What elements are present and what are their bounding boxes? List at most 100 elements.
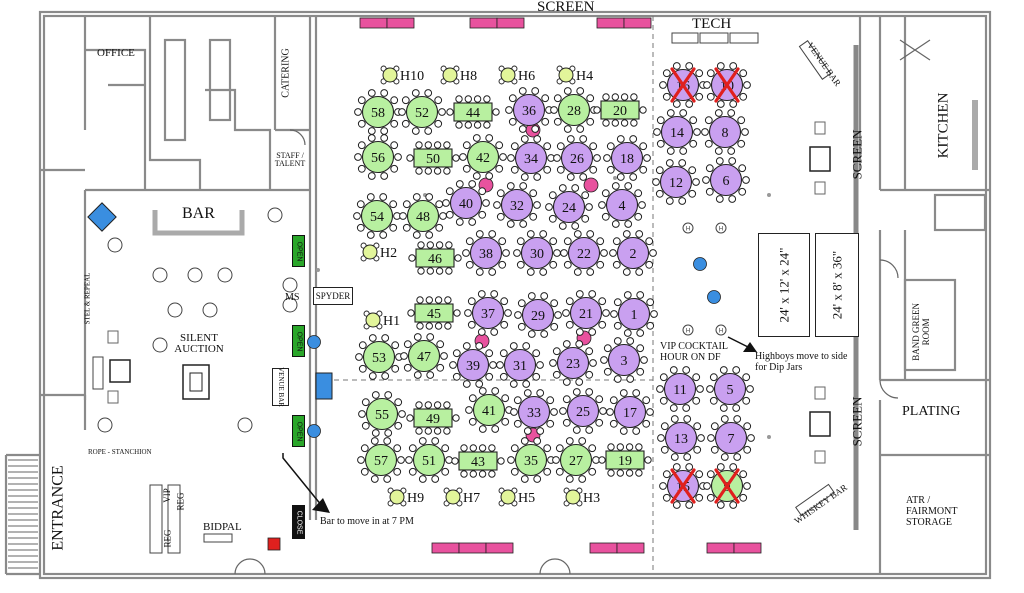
table-35: 35 — [507, 437, 555, 483]
table-56: 56 — [354, 134, 402, 180]
table-21: 21 — [562, 290, 610, 336]
table-33: 33 — [510, 389, 558, 435]
table-28: 28 — [550, 87, 598, 133]
table-17: 17 — [606, 389, 654, 435]
table-24: 24 — [545, 184, 593, 230]
table-25: 25 — [559, 388, 607, 434]
pink-panel — [596, 17, 652, 29]
table-number-7: 7 — [728, 432, 735, 447]
table-23: 23 — [549, 340, 597, 386]
table-4: 4 — [598, 182, 646, 228]
svg-text:H: H — [719, 329, 723, 335]
stage-1-label: 24' x 12' x 24" — [776, 247, 791, 323]
spyder-box: SPYDER — [313, 287, 353, 305]
close-sign: CLOSE — [292, 505, 305, 539]
table-47: 47 — [400, 333, 448, 379]
highboys-note: Highboys move to side for Dip Jars — [755, 351, 848, 373]
table-number-6: 6 — [723, 174, 730, 189]
table-number-53: 53 — [372, 351, 386, 366]
table-58: 58 — [354, 89, 402, 135]
pink-panel — [589, 542, 645, 554]
bar-label: BAR — [182, 205, 215, 222]
highboy-H8: H8 — [440, 65, 477, 85]
pink-panel — [469, 17, 525, 29]
highboy-H7: H7 — [443, 487, 480, 507]
table-number-57: 57 — [374, 454, 388, 469]
table-14: 14 — [653, 109, 701, 155]
blue-marker — [307, 335, 321, 349]
highboy-label-H5: H5 — [518, 491, 535, 506]
table-16-x-mark — [670, 67, 696, 103]
table-number-47: 47 — [417, 350, 431, 365]
table-20: 20 — [593, 93, 647, 127]
silent-auction-label: SILENT AUCTION — [174, 332, 224, 355]
table-number-21: 21 — [579, 307, 593, 322]
table-16: 16 — [659, 62, 707, 108]
blue-marker — [707, 290, 721, 304]
highboy-H4: H4 — [556, 65, 593, 85]
table-number-38: 38 — [479, 247, 493, 262]
table-22: 22 — [560, 230, 608, 276]
reg-label-1: REG — [162, 529, 173, 548]
table-number-31: 31 — [513, 359, 527, 374]
table-29: 29 — [514, 292, 562, 338]
table-55: 55 — [358, 391, 406, 437]
table-number-28: 28 — [567, 104, 581, 119]
open-sign-1: OPEN — [292, 235, 305, 267]
highboy-H9: H9 — [387, 487, 424, 507]
blue-diamond — [87, 202, 117, 232]
highboy-label-H3: H3 — [583, 491, 600, 506]
stage-1: 24' x 12' x 24" — [758, 233, 810, 337]
table-number-34: 34 — [524, 152, 538, 167]
table-number-58: 58 — [371, 106, 385, 121]
open-sign-2: OPEN — [292, 325, 305, 357]
table-number-12: 12 — [669, 176, 683, 191]
highboy-H5: H5 — [498, 487, 535, 507]
table-number-3: 3 — [621, 354, 628, 369]
table-number-22: 22 — [577, 247, 591, 262]
table-19: 19 — [598, 443, 652, 477]
table-number-40: 40 — [459, 197, 473, 212]
table-number-32: 32 — [510, 199, 524, 214]
table-number-20: 20 — [613, 104, 627, 119]
table-number-46: 46 — [428, 252, 442, 267]
table-number-11: 11 — [673, 383, 686, 398]
stel-repeal-label: STEL & REPEAL — [83, 272, 92, 325]
table-number-25: 25 — [576, 405, 590, 420]
table-9: 9 — [703, 463, 751, 509]
table-9-x-mark — [714, 468, 740, 504]
table-11: 11 — [656, 366, 704, 412]
table-53: 53 — [355, 334, 403, 380]
rope-stanchion-label: ROPE - STANCHION — [88, 448, 152, 456]
table-31: 31 — [496, 342, 544, 388]
band-green-room-label: BAND GREEN ROOM — [911, 303, 931, 361]
table-5: 5 — [706, 366, 754, 412]
table-number-2: 2 — [630, 247, 637, 262]
table-54: 54 — [353, 193, 401, 239]
highboy-label-H1: H1 — [383, 314, 400, 329]
staff-talent-label: STAFF / TALENT — [274, 151, 306, 168]
table-number-35: 35 — [524, 454, 538, 469]
table-8: 8 — [701, 109, 749, 155]
highboy-H1: H1 — [363, 310, 400, 330]
svg-text:H: H — [719, 227, 723, 233]
table-34: 34 — [507, 135, 555, 181]
table-number-37: 37 — [481, 307, 495, 322]
atr-storage-label: ATR / FAIRMONT STORAGE — [906, 495, 958, 528]
highboy-H2: H2 — [360, 242, 397, 262]
highboy-label-H2: H2 — [380, 246, 397, 261]
table-40: 40 — [442, 180, 490, 226]
highboy-label-H9: H9 — [407, 491, 424, 506]
screen-top-label: SCREEN — [537, 0, 595, 15]
table-number-33: 33 — [527, 406, 541, 421]
table-49: 49 — [406, 401, 460, 435]
table-number-48: 48 — [416, 210, 430, 225]
kitchen-label: KITCHEN — [935, 92, 952, 159]
table-26: 26 — [553, 135, 601, 181]
table-15-x-mark — [670, 468, 696, 504]
highboy-label-H8: H8 — [460, 69, 477, 84]
table-number-26: 26 — [570, 152, 584, 167]
